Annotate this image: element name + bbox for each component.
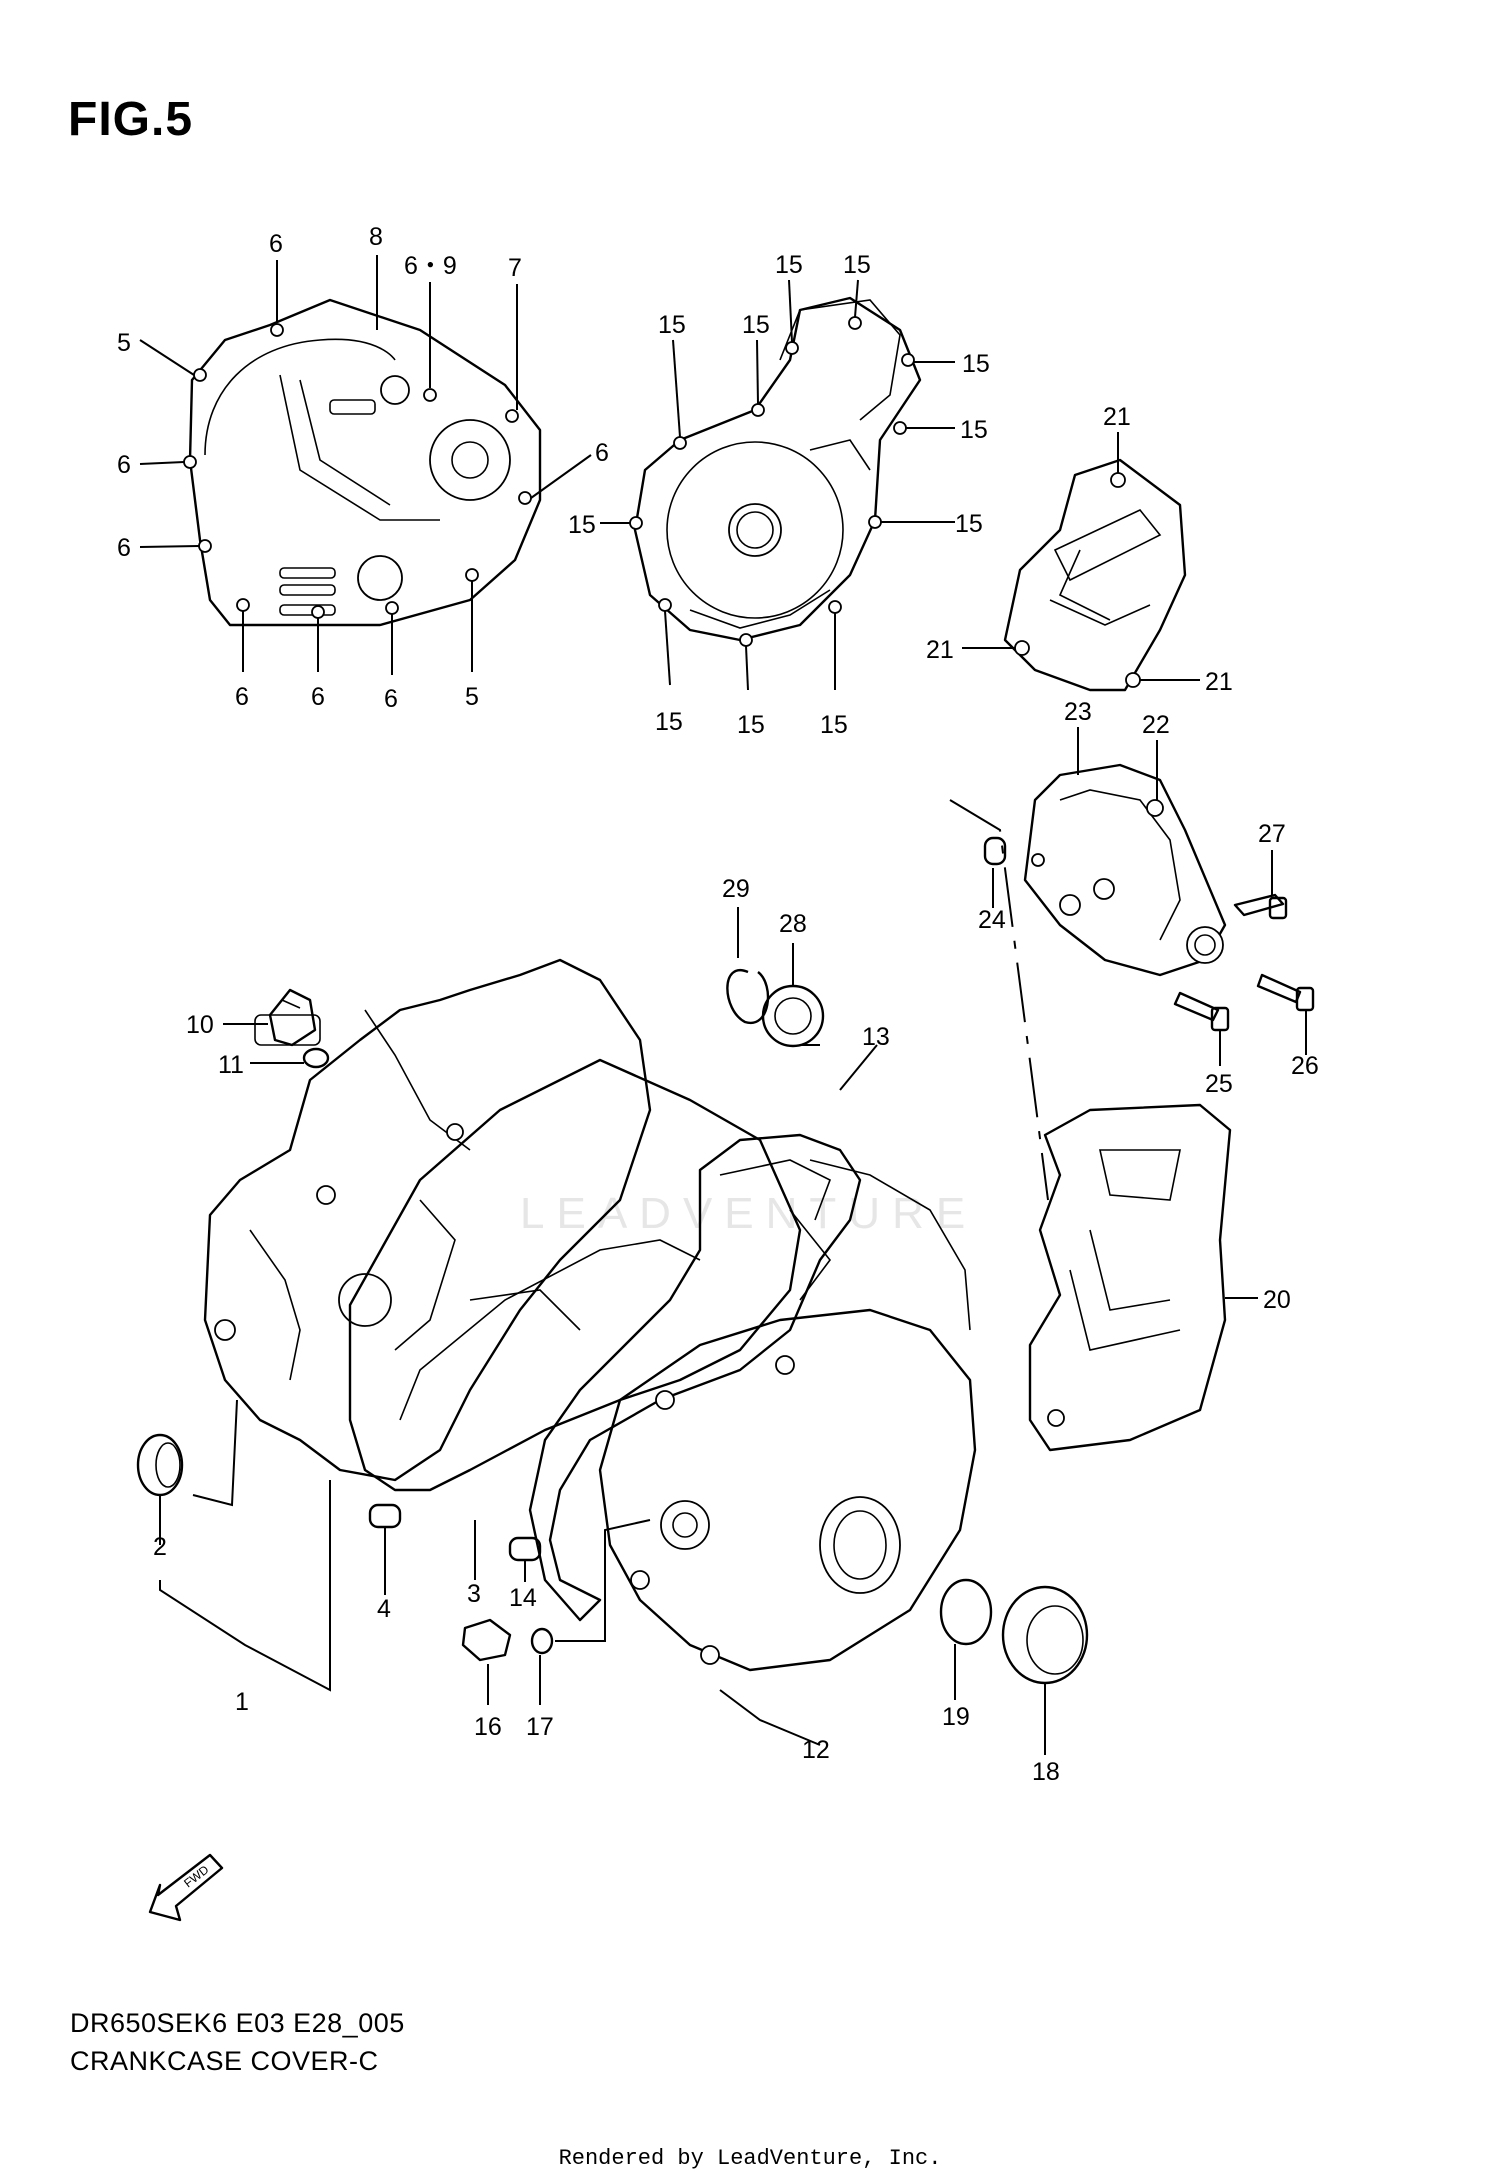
callout: 6・9 — [404, 252, 457, 280]
sprocket-cover-lower[interactable] — [1028, 1103, 1232, 1452]
crankcase-cover-right[interactable] — [598, 1159, 977, 1672]
oil-filler-cap-10[interactable] — [268, 988, 317, 1047]
callout: 17 — [526, 1713, 554, 1741]
o-ring-11[interactable] — [302, 1047, 330, 1069]
footer-credit: Rendered by LeadVenture, Inc. — [558, 2146, 942, 2171]
figure-title: FIG.5 — [68, 93, 194, 146]
callout: 15 — [737, 711, 765, 739]
diagram-title: CRANKCASE COVER-C — [70, 2046, 379, 2076]
forward-arrow-icon: FWD — [148, 1853, 224, 1922]
callout: 25 — [1205, 1070, 1233, 1098]
callout: 5 — [117, 329, 131, 357]
callout: 27 — [1258, 820, 1286, 848]
plug-2[interactable] — [136, 1433, 184, 1497]
callout: 21 — [1103, 403, 1131, 431]
callout: 15 — [820, 711, 848, 739]
callout: 11 — [218, 1051, 244, 1079]
callout: 10 — [186, 1011, 214, 1039]
callout: 15 — [742, 311, 770, 339]
callout: 6 — [235, 683, 249, 711]
callout: 24 — [978, 906, 1006, 934]
callout: 18 — [1032, 1758, 1060, 1786]
callout: 15 — [960, 416, 988, 444]
callout: 6 — [311, 683, 325, 711]
callout: 15 — [658, 311, 686, 339]
callout-labels: 6 8 6・9 7 5 6 6 6 6 6 6 5 15 15 15 15 15… — [117, 223, 1319, 1786]
callout: 15 — [843, 251, 871, 279]
callout: 6 — [269, 230, 283, 258]
callout: 23 — [1064, 698, 1092, 726]
model-code: DR650SEK6 E03 E28_005 — [70, 2008, 405, 2038]
sprocket-cover-upper[interactable] — [1003, 458, 1187, 692]
callout: 3 — [467, 1580, 481, 1608]
callout: 13 — [862, 1023, 890, 1051]
watermark-text: LEADVENTURE — [520, 1189, 977, 1238]
dowel-pin-24[interactable] — [983, 836, 1007, 866]
callout: 15 — [655, 708, 683, 736]
gasket-13[interactable] — [528, 1133, 862, 1622]
drain-bolt-16[interactable] — [461, 1618, 512, 1662]
callout: 6 — [117, 451, 131, 479]
callout: 12 — [802, 1736, 830, 1764]
callout: 19 — [942, 1703, 970, 1731]
callout: 15 — [775, 251, 803, 279]
callout: 20 — [1263, 1286, 1291, 1314]
bolt-25[interactable] — [1173, 991, 1230, 1032]
callout: 8 — [369, 223, 383, 251]
callout: 29 — [722, 875, 750, 903]
callout: 1 — [235, 1688, 249, 1716]
callout: 16 — [474, 1713, 502, 1741]
callout: 26 — [1291, 1052, 1319, 1080]
o-ring-19[interactable] — [939, 1578, 993, 1646]
callout: 4 — [377, 1595, 391, 1623]
bolt-26[interactable] — [1256, 973, 1315, 1012]
circlip-29[interactable] — [726, 969, 770, 1025]
callout: 6 — [595, 439, 609, 467]
bolt-27[interactable] — [1233, 893, 1288, 920]
cap-18[interactable] — [1001, 1585, 1089, 1685]
callout: 15 — [955, 510, 983, 538]
callout: 6 — [384, 685, 398, 713]
callout: 28 — [779, 910, 807, 938]
callout: 2 — [153, 1533, 167, 1561]
generator-cover[interactable] — [629, 296, 922, 647]
callout: 15 — [962, 350, 990, 378]
callout: 7 — [508, 254, 522, 282]
callout: 21 — [1205, 668, 1233, 696]
callout: 14 — [509, 1584, 537, 1612]
callout: 22 — [1142, 711, 1170, 739]
clutch-release-assembly[interactable] — [1023, 763, 1227, 977]
gasket-3[interactable] — [348, 1058, 802, 1492]
clutch-cover[interactable] — [183, 298, 542, 627]
gasket-17[interactable] — [530, 1627, 554, 1655]
bearing-28[interactable] — [761, 984, 825, 1048]
dowel-pin-4[interactable] — [368, 1503, 402, 1529]
callout: 15 — [568, 511, 596, 539]
leader-lines — [139, 255, 1307, 1755]
crankcase[interactable] — [203, 958, 652, 1482]
callout: 21 — [926, 636, 954, 664]
callout: 6 — [117, 534, 131, 562]
forward-arrow-label: FWD — [181, 1862, 211, 1890]
callout: 5 — [465, 683, 479, 711]
